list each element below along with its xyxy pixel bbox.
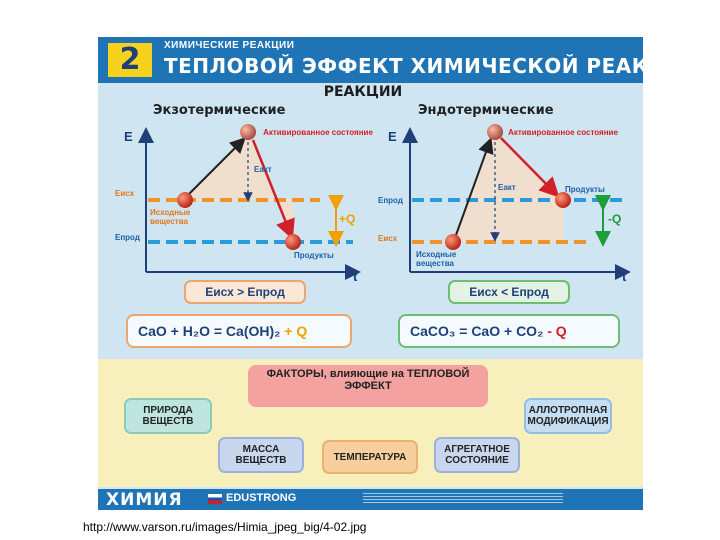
endo-e-product-label: Eпрод	[378, 196, 403, 205]
exo-equation-text: CaO + H₂O = Ca(OH)₂	[138, 323, 281, 339]
endo-fall-arrow	[500, 137, 560, 198]
endo-rise-arrow	[455, 137, 494, 236]
endo-activated-ball	[487, 124, 503, 140]
exo-equation: CaO + H₂O = Ca(OH)₂ + Q	[126, 314, 352, 348]
exo-e-initial-label: Eисх	[115, 189, 135, 198]
exo-equation-q: + Q	[284, 323, 308, 339]
endo-diagram	[402, 124, 631, 280]
endo-eact-label: Eакт	[498, 183, 516, 192]
factor-temperature: ТЕМПЕРАТУРА	[322, 440, 418, 474]
endo-equation-q: - Q	[547, 323, 567, 339]
endo-product-ball	[555, 192, 571, 208]
poster-title: ТЕПЛОВОЙ ЭФФЕКТ ХИМИЧЕСКОЙ РЕАКЦИИ	[164, 54, 643, 78]
endo-title: Эндотермические	[418, 103, 554, 118]
exo-product-ball	[285, 234, 301, 250]
poster-header: 2 ХИМИЧЕСКИЕ РЕАКЦИИ ТЕПЛОВОЙ ЭФФЕКТ ХИМ…	[98, 37, 643, 83]
footer-fine-print	[363, 493, 563, 505]
exo-x-axis-label: t	[353, 269, 358, 284]
poster: 2 ХИМИЧЕСКИЕ РЕАКЦИИ ТЕПЛОВОЙ ЭФФЕКТ ХИМ…	[98, 37, 643, 510]
energy-diagrams	[138, 124, 631, 280]
exo-activated-label: Активированное состояние	[263, 128, 373, 137]
endo-initial-ball	[445, 234, 461, 250]
endo-product-label: Продукты	[565, 185, 605, 194]
factor-mass: МАССА ВЕЩЕСТВ	[218, 437, 304, 473]
reactions-label: РЕАКЦИИ	[323, 84, 403, 100]
exo-title: Экзотермические	[153, 103, 286, 118]
factor-nature: ПРИРОДА ВЕЩЕСТВ	[124, 398, 212, 434]
endo-x-axis-label: t	[622, 269, 627, 284]
endo-e-initial-label: Eисх	[378, 234, 398, 243]
image-caption: http://www.varson.ru/images/Himia_jpeg_b…	[83, 520, 367, 534]
factors-title: ФАКТОРЫ, влияющие на ТЕПЛОВОЙ ЭФФЕКТ	[248, 365, 488, 407]
footer-brand: ХИМИЯ	[106, 490, 183, 510]
exo-product-label: Продукты	[294, 251, 334, 260]
poster-number: 2	[108, 43, 152, 77]
factor-allotropy: АЛЛОТРОПНАЯ МОДИФИКАЦИЯ	[524, 398, 612, 434]
endo-area	[453, 132, 563, 242]
exo-heat-label: +Q	[339, 212, 356, 226]
exo-y-axis-label: E	[124, 129, 133, 144]
endo-equation: CaCO₃ = CaO + CO₂ - Q	[398, 314, 620, 348]
exo-initial-ball	[177, 192, 193, 208]
factor-state: АГРЕГАТНОЕ СОСТОЯНИЕ	[434, 437, 520, 473]
exo-relation: Eисх > Eпрод	[184, 280, 306, 304]
poster-subtitle: ХИМИЧЕСКИЕ РЕАКЦИИ	[164, 40, 295, 51]
exo-activated-ball	[240, 124, 256, 140]
exo-diagram	[138, 124, 361, 280]
endo-activated-label: Активированное состояние	[508, 128, 618, 137]
exo-eact-label: Eакт	[254, 165, 272, 174]
poster-footer: ХИМИЯ EDUSTRONG	[98, 489, 643, 510]
exo-fall-arrow	[251, 139, 295, 240]
footer-publisher: EDUSTRONG	[226, 492, 297, 504]
flag-icon	[208, 494, 222, 504]
endo-equation-text: CaCO₃ = CaO + CO₂	[410, 323, 544, 339]
exo-initial-label: Исходные вещества	[150, 208, 191, 226]
exo-rise-arrow	[187, 137, 246, 196]
endo-y-axis-label: E	[388, 129, 397, 144]
endo-heat-label: -Q	[608, 212, 622, 226]
endo-relation: Eисх < Eпрод	[448, 280, 570, 304]
exo-e-product-label: Eпрод	[115, 233, 140, 242]
endo-initial-label: Исходные вещества	[416, 250, 457, 268]
exo-area	[185, 132, 293, 242]
